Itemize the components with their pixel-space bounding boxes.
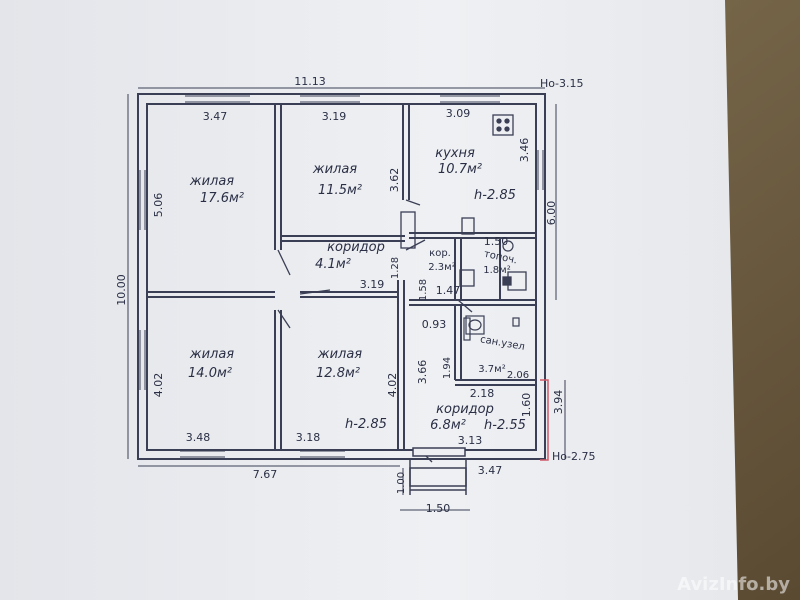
dim-label: 3.48 xyxy=(186,431,211,444)
room-corridor-1-area: 4.1м² xyxy=(315,257,351,272)
interior-walls xyxy=(147,104,536,450)
height-kitchen: h-2.85 xyxy=(474,188,516,203)
height-corridor: h-2.55 xyxy=(484,418,526,433)
dim-label: 4.02 xyxy=(386,373,399,398)
dim-label: 3.66 xyxy=(416,360,429,385)
dimension-lines xyxy=(127,87,566,511)
window-marks xyxy=(139,95,544,458)
dim-label: 3.62 xyxy=(388,168,401,193)
dim-label: 1.28 xyxy=(390,257,401,279)
red-wall-marker xyxy=(540,379,549,461)
room-corridor-3-name: коридор xyxy=(436,402,494,417)
room-corridor-2-name: кор. xyxy=(429,248,451,259)
dim-label: 1.50 xyxy=(484,235,509,248)
room-living-4-name: жилая xyxy=(317,347,362,362)
watermark: AvizInfo.by xyxy=(677,574,790,595)
room-bathroom-area: 3.7м² xyxy=(478,364,505,375)
dim-height-left: 10.00 xyxy=(115,274,128,306)
level-bottom: Hо-2.75 xyxy=(552,450,595,463)
dim-label: 1.60 xyxy=(520,393,533,418)
room-living-3-area: 14.0м² xyxy=(188,366,232,381)
dim-label: 3.19 xyxy=(360,278,385,291)
paper-sheet xyxy=(0,0,738,600)
dim-width-bottom: 7.67 xyxy=(253,468,278,481)
dim-label: 3.13 xyxy=(458,434,483,447)
door-swings xyxy=(277,199,473,463)
dim-label: 6.00 xyxy=(545,201,558,226)
height-living: h-2.85 xyxy=(345,417,387,432)
room-corridor-1-name: коридор xyxy=(327,240,385,255)
room-living-4-area: 12.8м² xyxy=(316,366,360,381)
dim-label: 1.58 xyxy=(418,279,429,301)
room-living-1-name: жилая xyxy=(189,174,234,189)
sanitary-fixtures xyxy=(463,240,520,341)
dim-label: 3.09 xyxy=(446,107,471,120)
outer-walls xyxy=(137,93,546,460)
dim-label: 1.94 xyxy=(442,357,453,379)
room-living-2-name: жилая xyxy=(312,162,357,177)
room-living-3-name: жилая xyxy=(189,347,234,362)
level-top: Hо-3.15 xyxy=(540,77,583,90)
dim-label: 2.18 xyxy=(470,387,495,400)
dim-label: 4.02 xyxy=(152,373,165,398)
dim-label: 1.50 xyxy=(426,502,451,515)
room-living-1-area: 17.6м² xyxy=(200,191,244,206)
dim-label: 5.06 xyxy=(152,193,165,218)
dim-label: 3.18 xyxy=(296,431,321,444)
room-boiler-area: 1.8м² xyxy=(483,265,510,276)
dim-label: 2.06 xyxy=(507,370,529,381)
stove-blocks xyxy=(400,114,527,291)
room-corridor-3-area: 6.8м² xyxy=(430,418,466,433)
entrance-porch xyxy=(409,447,467,495)
room-corridor-2-area: 2.3м² xyxy=(428,262,455,273)
dim-label: 1.00 xyxy=(396,472,407,494)
dim-label: 3.19 xyxy=(322,110,347,123)
room-kitchen-area: 10.7м² xyxy=(438,162,482,177)
dim-width-top: 11.13 xyxy=(294,75,326,88)
dim-label: 3.47 xyxy=(203,110,228,123)
dim-label: 0.93 xyxy=(422,318,447,331)
dim-label: 3.47 xyxy=(478,464,503,477)
room-living-2-area: 11.5м² xyxy=(318,183,362,198)
room-kitchen-name: кухня xyxy=(435,146,475,161)
dim-label: 3.94 xyxy=(552,390,565,415)
dim-label: 1.47 xyxy=(436,284,461,297)
dim-label: 3.46 xyxy=(518,138,531,163)
